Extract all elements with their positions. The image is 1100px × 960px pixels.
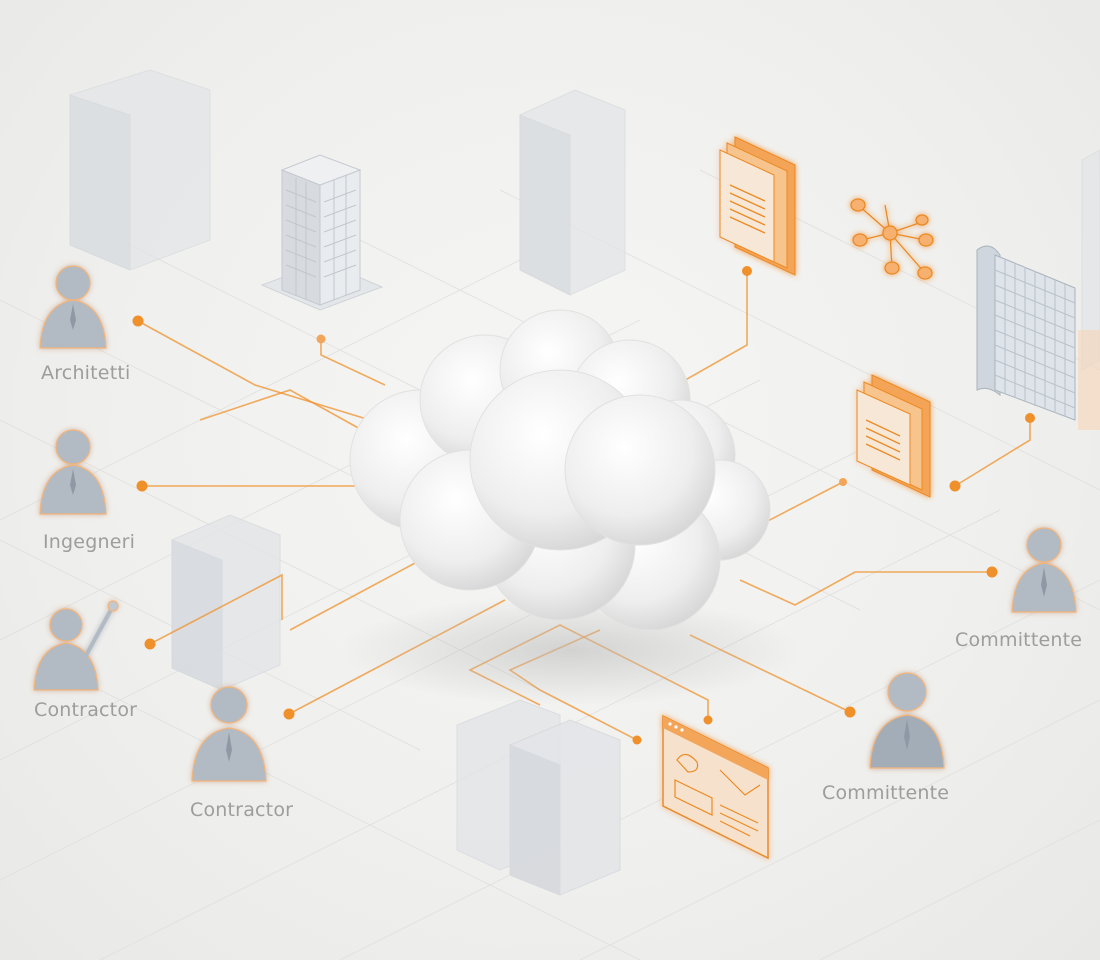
connector-dot <box>316 334 326 344</box>
label-contractor-left: Contractor <box>34 699 138 721</box>
tower-building-icon <box>260 154 384 311</box>
label-committente-right: Committente <box>955 629 1083 651</box>
label-committente-bottom: Committente <box>822 782 950 804</box>
tower-building-icon <box>1081 149 1100 371</box>
tower-building-icon <box>456 699 621 896</box>
label-contractor-bottom: Contractor <box>190 799 294 821</box>
person-ties <box>70 304 1047 762</box>
tower-building-icon <box>69 69 211 271</box>
connector-dots <box>132 266 1035 745</box>
cloud-shadow <box>340 595 800 705</box>
browser-window-icon <box>662 714 769 860</box>
background-buildings <box>69 69 1100 896</box>
document-icon <box>719 136 796 276</box>
connector-dot <box>839 478 847 486</box>
tower-building-icon <box>519 89 626 296</box>
document-icon <box>856 374 931 498</box>
network-graph-icon <box>850 198 934 280</box>
connector-dot <box>632 735 642 745</box>
person-icon <box>39 429 107 515</box>
connector-dot <box>136 480 148 492</box>
connector-dot <box>283 708 295 720</box>
connector-dot <box>132 315 144 327</box>
connector-dot <box>844 706 856 718</box>
label-ingegneri: Ingegneri <box>43 531 136 553</box>
label-architetti: Architetti <box>41 362 131 384</box>
person-icon <box>33 600 119 691</box>
connector-dot <box>949 480 961 492</box>
connector-dot <box>986 566 998 578</box>
tower-building-icon <box>171 514 281 691</box>
facade-panel-icon <box>976 245 1100 430</box>
cloud-icon <box>349 309 771 631</box>
connector-dot <box>742 266 752 276</box>
connector-dot <box>144 638 156 650</box>
connector-dot <box>703 715 713 725</box>
connector-dot <box>1025 413 1035 423</box>
